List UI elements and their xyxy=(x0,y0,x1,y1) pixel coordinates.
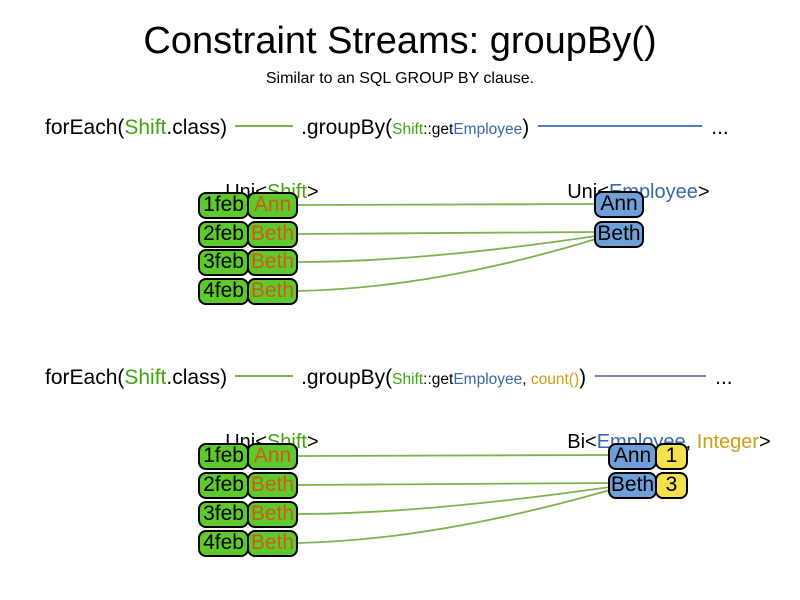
shift-employee-cell: Beth xyxy=(247,501,298,528)
connection-line-4feb-beth-2 xyxy=(297,489,611,544)
shift-row-3feb: 3feb Beth xyxy=(198,249,298,276)
label-suffix: > xyxy=(306,431,319,453)
shift-employee-cell: Beth xyxy=(247,530,298,557)
shift-row-1feb: 1feb Ann xyxy=(198,192,298,219)
page-subtitle: Similar to an SQL GROUP BY clause. xyxy=(265,70,535,87)
employee-box-ann: Ann xyxy=(608,443,657,470)
foreach-to-groupby-connector xyxy=(235,125,294,127)
shift-employee-cell: Beth xyxy=(247,472,298,499)
shift-date-cell: 4feb xyxy=(198,278,249,305)
employee-box-beth: Beth xyxy=(594,221,644,248)
connection-line-2feb-beth-2 xyxy=(297,482,611,486)
foreach-keyword: forEach( xyxy=(45,116,125,139)
employee-box-ann: Ann xyxy=(594,191,644,218)
groupby-arg-accessor: ::get xyxy=(423,371,454,388)
groupby-arg-accessor: ::get xyxy=(423,121,454,138)
shift-row-4feb: 4feb Beth xyxy=(198,278,298,305)
label-separator: , xyxy=(685,431,697,453)
groupby-close-paren: ) xyxy=(579,366,587,389)
connection-line-2feb-beth xyxy=(297,231,597,235)
foreach-class-suffix: .class) xyxy=(166,366,228,389)
label-suffix: > xyxy=(306,181,319,203)
shift-date-cell: 1feb xyxy=(198,443,249,470)
groupby-close-paren: ) xyxy=(522,116,530,139)
shift-date-cell: 3feb xyxy=(198,249,249,276)
label-suffix: > xyxy=(759,431,771,453)
shift-employee-cell: Beth xyxy=(247,249,298,276)
count-box-beth: 3 xyxy=(655,472,688,499)
shift-row-4feb: 4feb Beth xyxy=(198,530,298,557)
shift-row-3feb: 3feb Beth xyxy=(198,501,298,528)
shift-date-cell: 1feb xyxy=(198,192,249,219)
count-box-ann: 1 xyxy=(655,443,688,470)
groupby-arg-property: Employee xyxy=(453,371,523,388)
groupby-arg-property: Employee xyxy=(453,121,523,138)
groupby-arg-class: Shift xyxy=(392,371,424,388)
ellipsis-text: ... xyxy=(715,366,733,389)
shift-employee-cell: Ann xyxy=(247,443,298,470)
connection-line-4feb-beth xyxy=(297,238,597,292)
shift-employee-cell: Beth xyxy=(247,278,298,305)
shift-row-1feb: 1feb Ann xyxy=(198,443,298,470)
code-line-1: forEach(Shift.class) .groupBy(Shift::get… xyxy=(45,116,729,140)
label-prefix: Bi< xyxy=(567,431,597,453)
shift-date-cell: 2feb xyxy=(198,472,249,499)
connection-line-3feb-beth-2 xyxy=(297,486,611,515)
groupby-to-result-connector xyxy=(595,375,707,377)
groupby-arg-separator: , xyxy=(522,371,531,388)
employee-box-beth: Beth xyxy=(608,472,657,499)
foreach-shift-arg: Shift xyxy=(124,366,167,389)
shift-employee-cell: Beth xyxy=(247,221,298,248)
label-type-integer: Integer xyxy=(696,431,760,453)
groupby-keyword: .groupBy( xyxy=(301,116,393,139)
shift-date-cell: 2feb xyxy=(198,221,249,248)
groupby-keyword: .groupBy( xyxy=(301,366,393,389)
foreach-class-suffix: .class) xyxy=(166,116,228,139)
code-line-2: forEach(Shift.class) .groupBy(Shift::get… xyxy=(45,366,733,390)
foreach-keyword: forEach( xyxy=(45,366,125,389)
page-title: Constraint Streams: groupBy() xyxy=(143,20,657,62)
groupby-to-result-connector xyxy=(538,125,703,127)
connection-line-3feb-beth xyxy=(297,235,597,263)
groupby-arg-class: Shift xyxy=(392,121,424,138)
shift-date-cell: 3feb xyxy=(198,501,249,528)
label-suffix: > xyxy=(697,181,710,203)
shift-date-cell: 4feb xyxy=(198,530,249,557)
foreach-to-groupby-connector xyxy=(235,375,294,377)
foreach-shift-arg: Shift xyxy=(124,116,167,139)
shift-row-2feb: 2feb Beth xyxy=(198,472,298,499)
shift-row-2feb: 2feb Beth xyxy=(198,221,298,248)
groupby-arg-count: count() xyxy=(530,371,580,388)
ellipsis-text: ... xyxy=(711,116,729,139)
shift-employee-cell: Ann xyxy=(247,192,298,219)
